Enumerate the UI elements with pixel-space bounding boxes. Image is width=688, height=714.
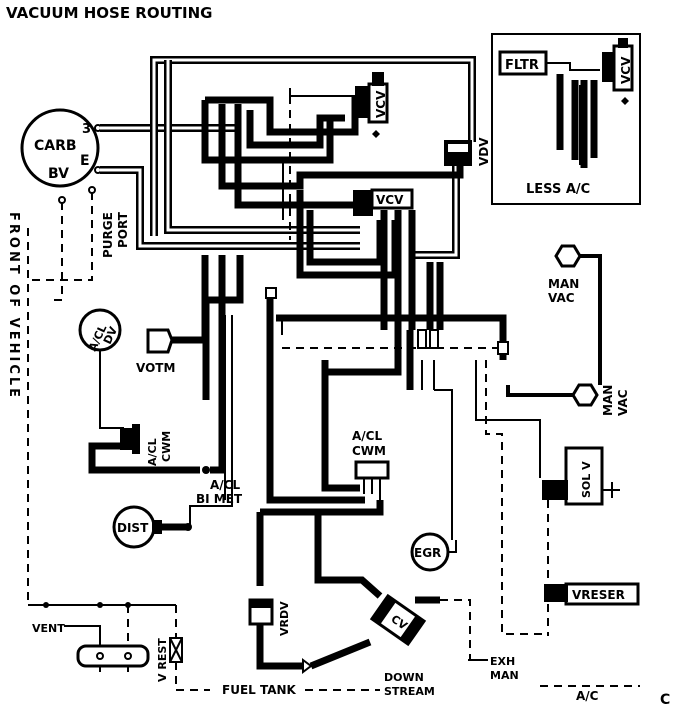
carb-tubes bbox=[100, 56, 476, 259]
inset-title: LESS A/C bbox=[526, 182, 590, 197]
acl-bimet-label-2: BI MET bbox=[196, 492, 243, 506]
man-vac-right-label-1: MAN bbox=[601, 385, 615, 416]
center-components: A/CL CWM EGR bbox=[260, 287, 507, 572]
vcv-top-label: VCV bbox=[374, 90, 388, 118]
port-e-label: E bbox=[80, 153, 90, 169]
right-components: MAN VAC MAN VAC SOL V VRESER bbox=[475, 244, 640, 636]
vcv-mid-label: VCV bbox=[376, 193, 404, 207]
acl-cwm-mid-label-2: CWM bbox=[352, 444, 386, 458]
acl-cwm-left-label-2: CWM bbox=[160, 431, 173, 462]
carburetor: CARB BV 3 E bbox=[20, 108, 102, 204]
man-vac-top-label-1: MAN bbox=[548, 277, 579, 291]
port-label: PORT bbox=[116, 211, 130, 248]
vdv: VDV bbox=[444, 137, 491, 166]
port-3-label: 3 bbox=[82, 122, 91, 137]
fuel-tank-label: FUEL TANK bbox=[222, 683, 297, 697]
vreser-label: VRESER bbox=[572, 588, 625, 602]
vdv-label: VDV bbox=[477, 137, 491, 166]
cv-valve: CV bbox=[369, 593, 427, 647]
left-components: A/CL DV VOTM A/CL CWM A/CL BI MET DIST bbox=[78, 255, 244, 549]
man-label: MAN bbox=[490, 669, 519, 682]
bv-label: BV bbox=[48, 166, 69, 182]
diagram-title: VACUUM HOSE ROUTING bbox=[6, 4, 212, 22]
vent-label: VENT bbox=[32, 622, 65, 635]
inset-vcv-label: VCV bbox=[619, 56, 633, 84]
v-rest-label: V REST bbox=[156, 638, 169, 682]
down-label: DOWN bbox=[384, 671, 424, 684]
exh-label: EXH bbox=[490, 655, 515, 668]
dist-label: DIST bbox=[117, 521, 149, 535]
front-of-vehicle-label: FRONT OF VEHICLE bbox=[6, 212, 21, 400]
sol-v-label: SOL V bbox=[580, 461, 593, 498]
vent-canister bbox=[76, 644, 150, 668]
egr-label: EGR bbox=[414, 546, 441, 560]
purge-label: PURGE bbox=[101, 212, 115, 258]
corner-mark: C bbox=[660, 692, 670, 708]
fltr-label: FLTR bbox=[505, 58, 539, 73]
inset-less-ac: FLTR VCV LESS A/C bbox=[491, 33, 641, 205]
lower-components: VRDV CV DOWN STREAM EXH MAN bbox=[248, 512, 519, 698]
man-vac-top-label-2: VAC bbox=[548, 291, 575, 305]
acl-cwm-mid-label-1: A/CL bbox=[352, 429, 382, 443]
vrdv-label: VRDV bbox=[278, 601, 291, 636]
carb-label: CARB bbox=[34, 138, 77, 154]
votm-label: VOTM bbox=[136, 361, 175, 375]
man-vac-right-label-2: VAC bbox=[616, 389, 630, 416]
stream-label: STREAM bbox=[384, 685, 435, 698]
vcv-top: VCV bbox=[355, 72, 389, 138]
acl-cwm-left-label-1: A/CL bbox=[146, 438, 159, 466]
bottom-left-components: VENT V REST FUEL TANK bbox=[27, 192, 380, 697]
ac-label: A/C bbox=[576, 689, 599, 703]
